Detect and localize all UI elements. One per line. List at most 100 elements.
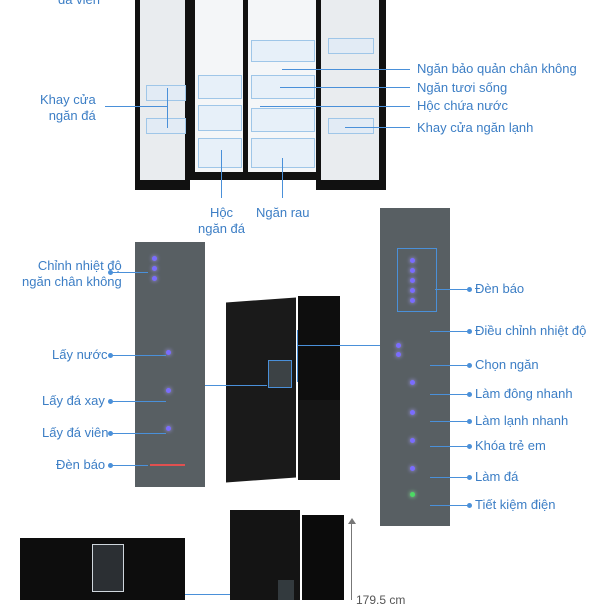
left-control-panel	[135, 242, 205, 487]
leader-dot	[467, 419, 472, 424]
label-child-lock: Khóa trẻ em	[475, 438, 546, 453]
dispenser-closeup-frame	[92, 544, 124, 592]
leader-child-lock	[430, 446, 470, 447]
led-vacuum-2	[152, 266, 157, 271]
leader-dot	[108, 270, 113, 275]
leader-dot	[467, 329, 472, 334]
led-indicator-4	[410, 288, 415, 293]
label-line-2: ngăn đá	[48, 108, 96, 123]
leader-right-panel	[297, 345, 380, 346]
leader-dot	[108, 353, 113, 358]
led-indicator-2	[410, 268, 415, 273]
leader-vacuum	[282, 69, 410, 70]
freezer-drawer-3	[198, 138, 242, 168]
leader-water	[110, 355, 166, 356]
label-vacuum-temp: Chỉnh nhiệt độ ngăn chân không	[22, 258, 122, 290]
led-indicator-1	[410, 258, 415, 263]
leader-right-panel-v	[297, 330, 298, 382]
led-indicator-3	[410, 278, 415, 283]
label-line-2: ngăn chân không	[22, 274, 122, 289]
led-child-lock	[410, 438, 415, 443]
leader-veg	[282, 158, 283, 198]
leader-dot	[467, 503, 472, 508]
dispenser	[268, 360, 292, 388]
eco-lamp-left	[150, 464, 185, 466]
leader-dot	[467, 444, 472, 449]
label-indicator-left: Đèn báo	[56, 457, 106, 472]
leader-temp-adjust	[430, 331, 470, 332]
label-door-tray-fridge: Khay cửa ngăn lạnh	[417, 120, 534, 135]
label-select: Chọn ngăn	[475, 357, 539, 372]
led-vacuum-3	[152, 276, 157, 281]
label-water: Lấy nước	[52, 347, 108, 362]
dimension-line	[351, 522, 352, 600]
label-water-box: Hộc chứa nước	[417, 98, 508, 113]
leader-dot	[467, 392, 472, 397]
label-indicator-right: Đèn báo	[475, 281, 525, 296]
label-eco: Tiết kiệm điện	[475, 497, 556, 512]
dimension-arrow-icon	[348, 518, 356, 524]
dispenser-closeup	[20, 538, 185, 600]
leader-dot	[108, 431, 113, 436]
vacuum-drawer	[251, 40, 315, 62]
left-door-tray-1	[146, 85, 186, 101]
led-ice-make	[410, 466, 415, 471]
label-veg: Ngăn rau	[256, 205, 310, 220]
leader-dot	[108, 463, 113, 468]
leader-select	[430, 365, 470, 366]
led-crushed-ice	[166, 388, 171, 393]
leader-left-panel	[205, 385, 267, 386]
leader-fresh	[280, 87, 410, 88]
right-door-tray-2	[328, 118, 374, 134]
left-door-tray-2	[146, 118, 186, 134]
leader-eco	[430, 505, 470, 506]
fridge-bottom-dispenser	[278, 580, 294, 600]
leader-dot	[467, 475, 472, 480]
label-cubed-ice: Lấy đá viên	[42, 425, 109, 440]
label-quick-cool: Làm lạnh nhanh	[475, 413, 569, 428]
right-control-panel	[380, 208, 450, 526]
leader-quick-cool	[430, 421, 470, 422]
label-line-1: Hộc	[209, 205, 234, 220]
label-vacuum: Ngăn bảo quản chân không	[417, 61, 577, 76]
label-temp-adjust: Điều chỉnh nhiệt độ	[475, 323, 587, 338]
fridge-bottom-right-door	[302, 515, 344, 600]
leader-water-box	[260, 106, 410, 107]
veg-drawer	[251, 138, 315, 168]
label-fresh: Ngăn tươi sống	[417, 80, 508, 95]
leader-dot	[467, 287, 472, 292]
right-door-tray-1	[328, 38, 374, 54]
label-line-2: ngăn đá	[198, 221, 245, 236]
right-door-inner	[321, 0, 379, 180]
led-quick-cool	[410, 410, 415, 415]
dimension-label: 179.5 cm	[356, 593, 406, 607]
label-door-tray-freezer: Khay cửa ngăn đá	[40, 92, 96, 124]
right-panel-highlight	[397, 248, 437, 312]
fridge-front-left-door	[226, 297, 296, 483]
leader-crushed-ice	[110, 401, 166, 402]
leader-quick-freeze	[430, 394, 470, 395]
fridge-front-drawer	[298, 400, 340, 480]
label-line-1: Khay cửa	[40, 92, 96, 107]
led-water	[166, 350, 171, 355]
leader-dot	[108, 399, 113, 404]
led-cubed-ice	[166, 426, 171, 431]
leader-door-tray-freezer-v	[167, 88, 168, 128]
leader-ice-make	[430, 477, 470, 478]
freezer-drawer-2	[198, 105, 242, 131]
label-ice-box: Hộc ngăn đá	[198, 205, 245, 237]
led-vacuum-1	[152, 256, 157, 261]
leader-indicator-left	[110, 465, 148, 466]
label-crushed-ice: Lấy đá xay	[42, 393, 105, 408]
label-ice-make: Làm đá	[475, 469, 519, 484]
label-quick-freeze: Làm đông nhanh	[475, 386, 573, 401]
led-select-2	[396, 352, 401, 357]
freezer-drawer-1	[198, 75, 242, 99]
led-select-1	[396, 343, 401, 348]
led-indicator-5	[410, 298, 415, 303]
leader-vacuum-temp	[110, 272, 148, 273]
leader-door-tray-fridge	[345, 127, 410, 128]
led-quick-freeze	[410, 380, 415, 385]
leader-door-tray-freezer	[105, 106, 167, 107]
label-line-1: Chỉnh nhiệt độ	[37, 258, 122, 273]
